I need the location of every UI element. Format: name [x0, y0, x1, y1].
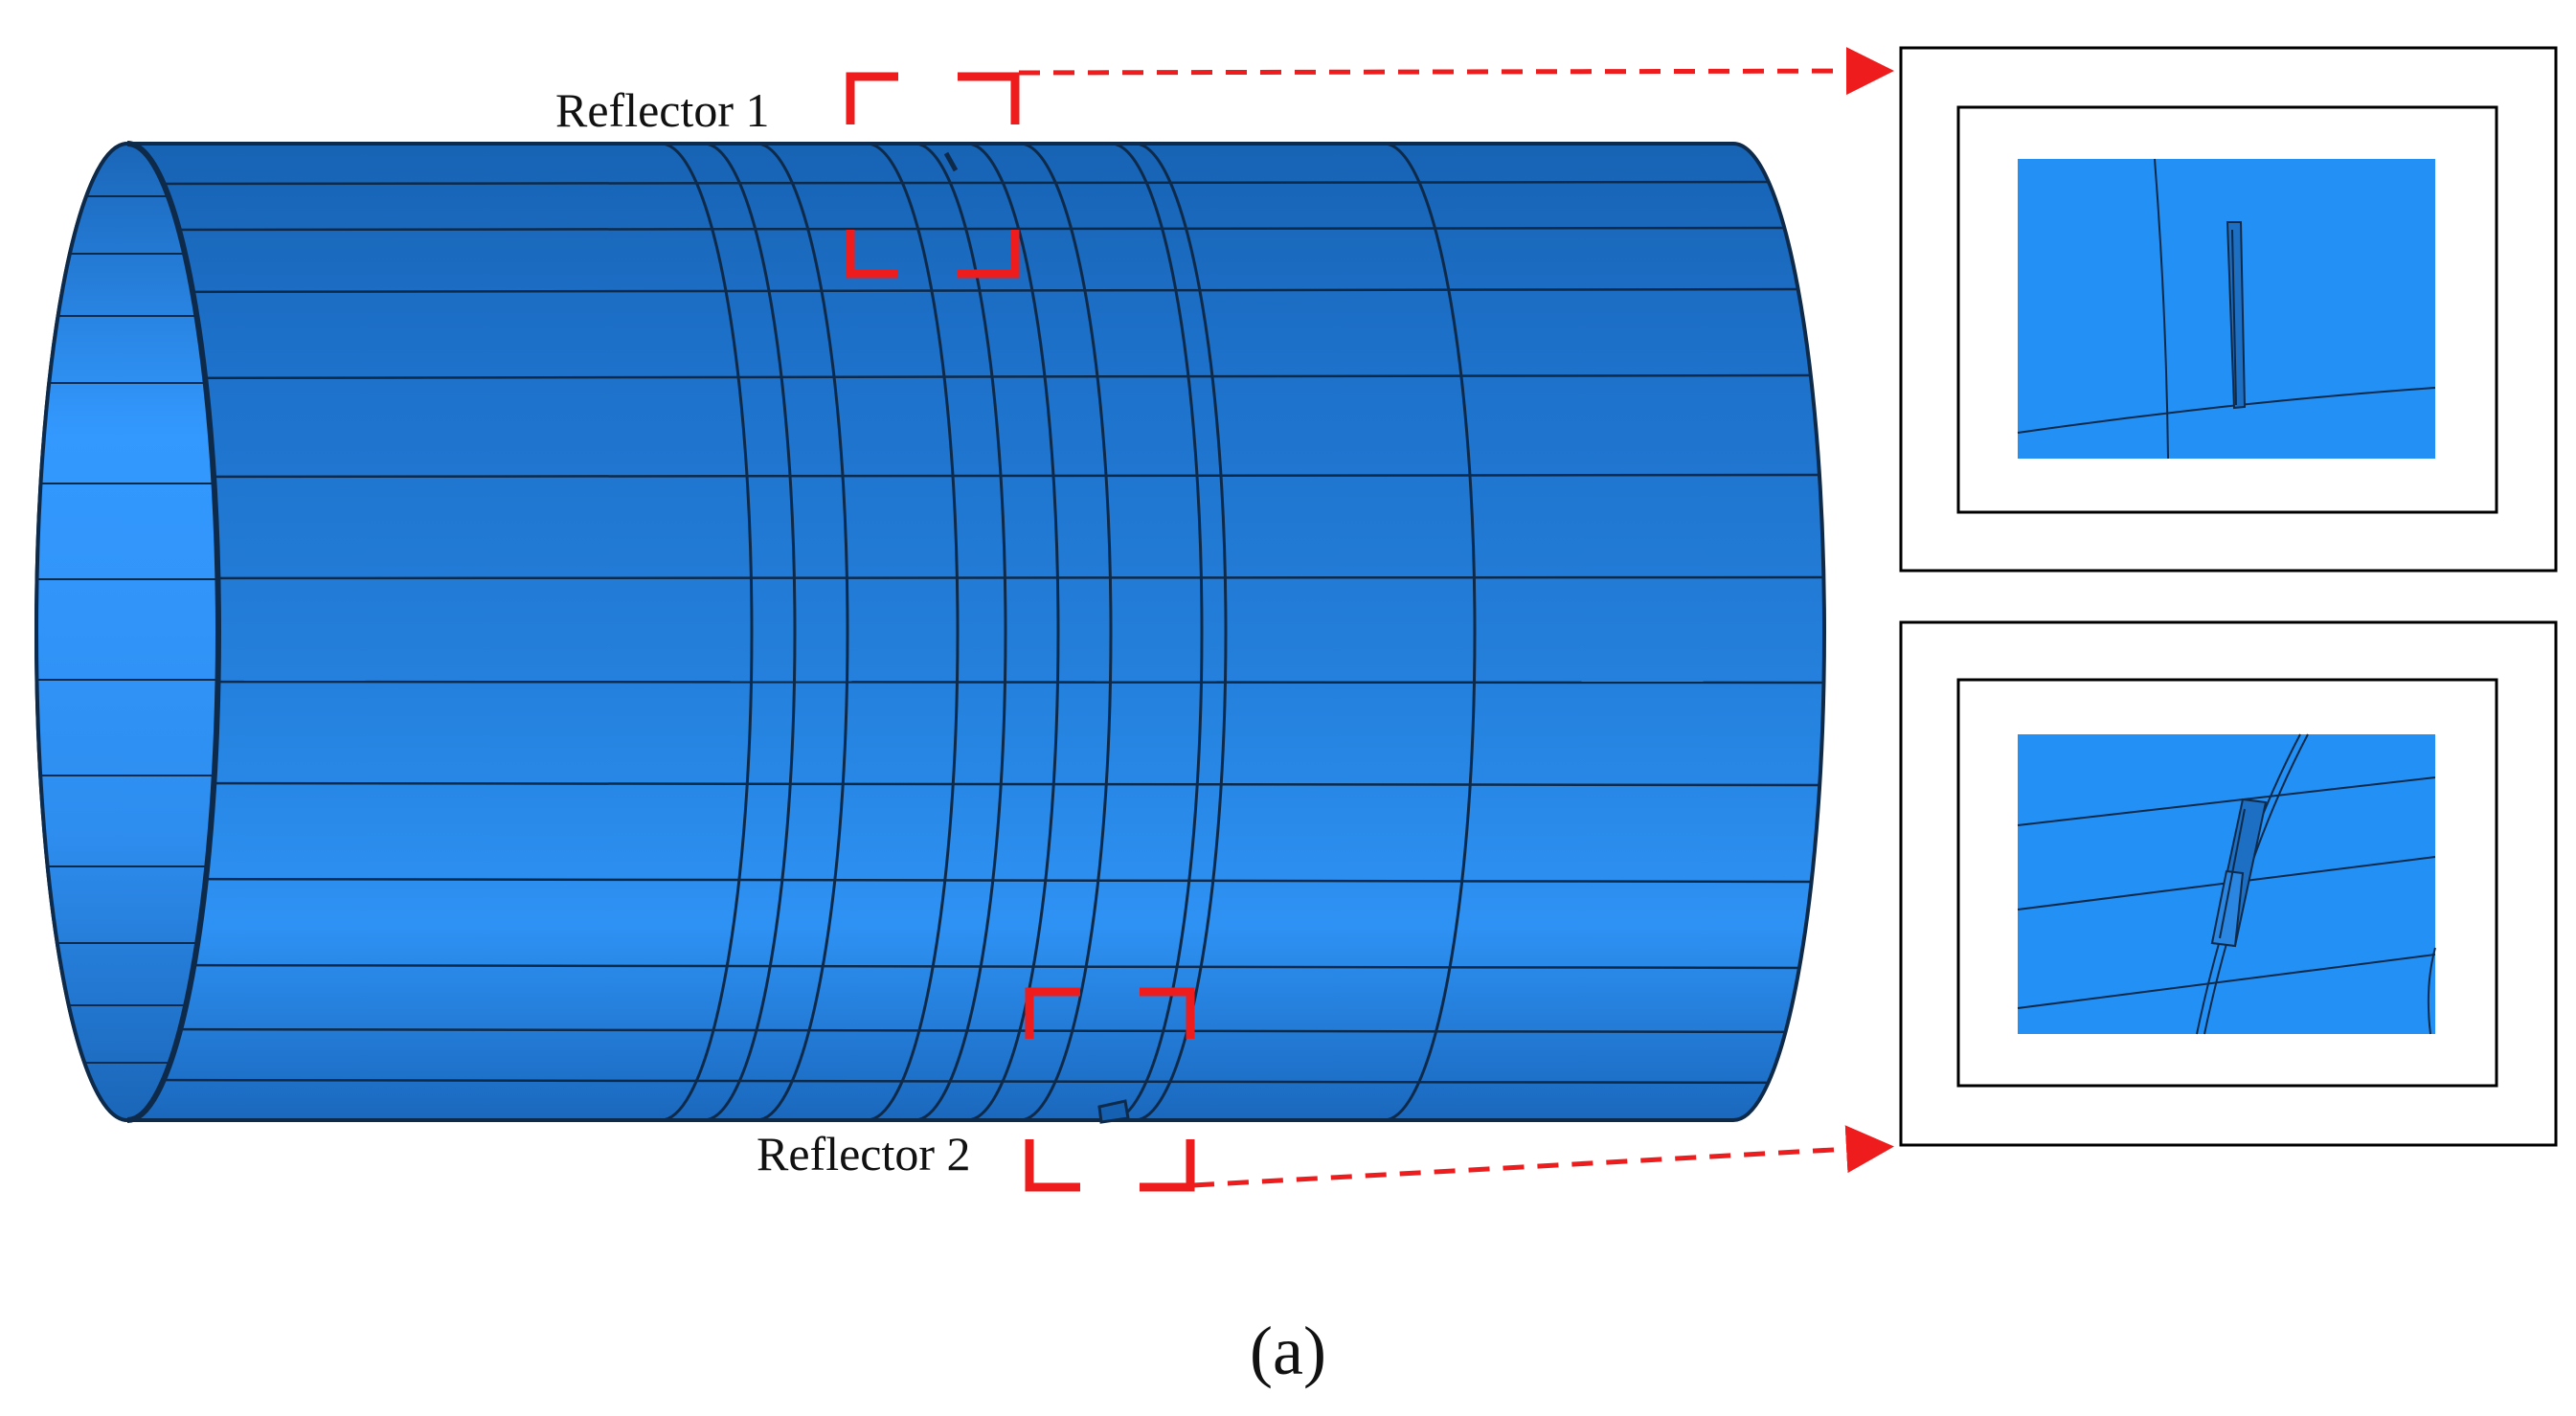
- reflector-2-mark: [1097, 1099, 1130, 1124]
- reflector-2-arrow: [1192, 1125, 1894, 1188]
- inset-2-reflector-element: [2210, 798, 2268, 948]
- panel-lines: [126, 180, 1824, 1085]
- reflector-2-marker: [1025, 987, 1195, 1192]
- reflector-1-marker: [846, 72, 1020, 279]
- ring-lines: [660, 142, 1477, 1122]
- inset-reflector-2: [1899, 620, 2558, 1147]
- inset-1-detail-view: [2018, 159, 2435, 459]
- reflector-1-arrow: [1018, 47, 1894, 96]
- figure-caption: (a): [1250, 1313, 1326, 1389]
- cylinder-model: [34, 141, 1826, 1124]
- reflector-2-label: Reflector 2: [757, 1127, 971, 1180]
- reflector-1-label: Reflector 1: [555, 83, 770, 137]
- inset-reflector-1: [1899, 46, 2558, 573]
- reflector-1-mark: [943, 151, 959, 172]
- inset-1-reflector-element: [2226, 221, 2247, 410]
- inner-rim: [126, 141, 221, 1123]
